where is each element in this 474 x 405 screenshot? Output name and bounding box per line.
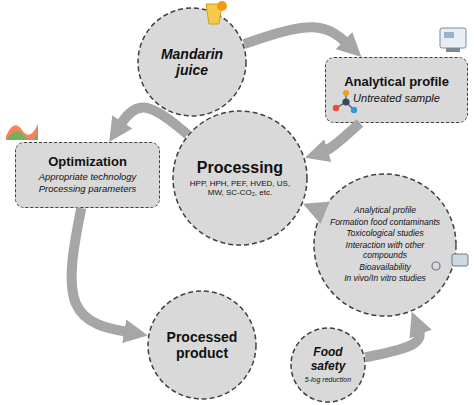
text-group: Analytical profileUntreated sample [332, 75, 462, 105]
process-box: Analytical profileUntreated sample [325, 57, 468, 123]
circle-shape [148, 291, 256, 399]
juice-glass-icon [206, 1, 227, 24]
text-group: Mandarin juice [152, 46, 232, 78]
safety-circle: Food safety 5-log reduction [290, 327, 366, 403]
output-circle: Processed product [147, 290, 257, 400]
circle-shape [173, 111, 307, 245]
flow-arrow [365, 325, 420, 357]
text-group: ProcessingHPP, HPH, PEF, HVED, US, MW, S… [188, 159, 292, 198]
node-title: Processing [197, 159, 283, 177]
node-title: Analytical profile [344, 75, 449, 90]
node-title: Food safety [297, 346, 359, 374]
circle-shape [291, 328, 365, 402]
flow-arrow [318, 123, 360, 154]
flow-arrow [117, 107, 188, 134]
molecule-icon [333, 90, 357, 113]
circle-outline [172, 110, 308, 246]
circle-shape [314, 174, 456, 316]
node-text: Formation food contaminants [330, 218, 440, 228]
text-group: OptimizationAppropriate technologyProces… [20, 155, 155, 196]
process-circle: ProcessingHPP, HPH, PEF, HVED, US, MW, S… [172, 110, 308, 246]
node-title: Optimization [48, 155, 127, 170]
text-group: Processed product [160, 329, 244, 361]
flow-arrow [316, 209, 321, 212]
node-title: Mandarin juice [152, 46, 232, 78]
node-text: Interaction with other compounds [329, 241, 441, 261]
node-text: 5-log reduction [305, 376, 351, 384]
node-text: Bioavailability [359, 263, 411, 273]
node-title: Processed product [160, 329, 244, 361]
optimization-icon [6, 124, 38, 140]
circle-shape [138, 8, 246, 116]
node-text: Untreated sample [353, 92, 440, 105]
node-text: In vivo/In vitro studies [344, 274, 426, 284]
node-text: Appropriate technology [39, 172, 137, 183]
node-text: HPP, HPH, PEF, HVED, US, MW, SC-CO₂, etc… [188, 179, 292, 197]
study-circle: Analytical profileFormation food contami… [313, 173, 457, 317]
text-group: Food safety 5-log reduction [297, 346, 359, 384]
process-box: OptimizationAppropriate technologyProces… [15, 142, 160, 208]
input-circle: Mandarin juice [137, 7, 247, 117]
instrument-icon [440, 28, 466, 52]
lab-icon [432, 254, 468, 270]
text-group: Analytical profileFormation food contami… [329, 206, 441, 284]
node-text: Processing parameters [39, 184, 137, 195]
flow-arrow [244, 27, 351, 47]
node-title: Analytical profile [354, 206, 416, 216]
flow-arrow [72, 208, 134, 333]
node-text: Toxicological studies [346, 229, 424, 239]
